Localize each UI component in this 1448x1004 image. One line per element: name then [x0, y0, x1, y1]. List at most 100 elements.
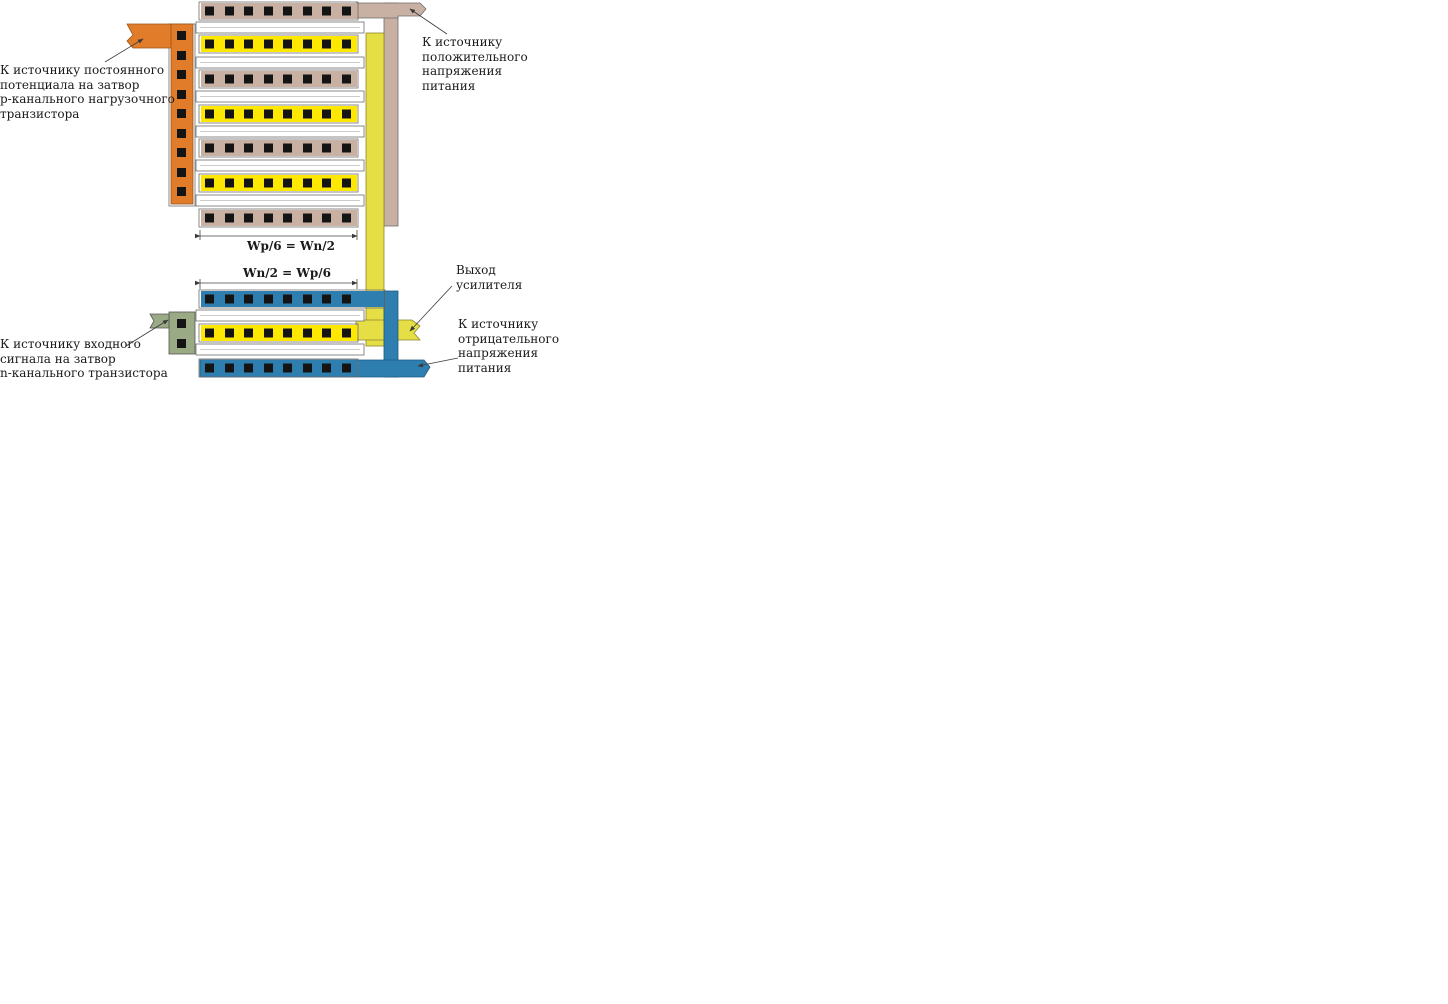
row-outline: [198, 358, 359, 378]
contact-square: [322, 6, 331, 16]
contact-square: [322, 143, 331, 153]
row-diffusion: [201, 175, 357, 191]
contact-square: [225, 6, 234, 16]
p-gate-contact: [177, 168, 186, 177]
row-diffusion: [201, 36, 357, 52]
label-vss: К источнику отрицательного напряжения пи…: [458, 317, 560, 375]
contact-square: [205, 294, 214, 304]
contact-square: [264, 178, 273, 188]
callout-arrows: [104, 8, 459, 368]
row-diffusion: [201, 71, 357, 87]
contact-square: [244, 143, 253, 153]
contact-square: [205, 213, 214, 223]
contact-square: [303, 74, 312, 84]
vdd-vertical-bus: [383, 2, 399, 227]
dimension-top: [194, 230, 358, 240]
vdd-source-row: [198, 208, 359, 228]
label-gate-n-input: К источнику входного сигнала на затвор n…: [0, 337, 168, 380]
contact-square: [283, 294, 292, 304]
contact-square: [342, 143, 351, 153]
diffusion-rows: [198, 1, 386, 378]
contact-square: [303, 178, 312, 188]
drain-row: [198, 34, 359, 54]
row-diffusion: [201, 140, 357, 156]
drain-row: [198, 173, 359, 193]
label-gate-p-load: К источнику постоянного потенциала на за…: [0, 63, 175, 121]
arrow-vss: [417, 357, 459, 368]
drain-row: [198, 104, 359, 124]
contact-square: [283, 74, 292, 84]
row-outline: [198, 323, 359, 343]
p-gate-contact: [177, 31, 186, 40]
contact-square: [264, 109, 273, 119]
contact-square: [205, 74, 214, 84]
contact-square: [264, 363, 273, 373]
row-diffusion: [201, 325, 357, 341]
arrow-vdd: [409, 8, 448, 35]
p-gate-contact: [177, 148, 186, 157]
contact-square: [225, 39, 234, 49]
contact-square: [244, 213, 253, 223]
vdd-lead: [355, 2, 427, 19]
contact-square: [225, 213, 234, 223]
vss-source-row: [198, 358, 359, 378]
contact-square: [342, 294, 351, 304]
p-gate-contact: [177, 129, 186, 138]
contact-square: [342, 39, 351, 49]
p-gate-contact: [177, 187, 186, 196]
n-gate-contact: [177, 339, 186, 348]
contact-square: [303, 39, 312, 49]
contact-square: [283, 178, 292, 188]
vdd-source-row: [198, 138, 359, 158]
row-diffusion: [201, 106, 357, 122]
vdd-bus: [355, 2, 427, 227]
p-gate-contact: [177, 51, 186, 60]
contact-square: [205, 109, 214, 119]
contact-square: [342, 74, 351, 84]
contact-square: [264, 6, 273, 16]
contact-square: [264, 74, 273, 84]
label-vdd: К источнику положительного напряжения пи…: [422, 35, 528, 93]
contact-square: [205, 39, 214, 49]
row-outline: [198, 69, 359, 89]
row-outline: [198, 104, 359, 124]
contact-square: [225, 143, 234, 153]
contact-square: [225, 328, 234, 338]
drain-row: [198, 323, 359, 343]
row-diffusion: [201, 210, 357, 226]
contact-square: [244, 363, 253, 373]
contact-square: [303, 328, 312, 338]
contact-square: [264, 143, 273, 153]
row-outline: [198, 34, 359, 54]
arrow-gate-p: [104, 38, 144, 63]
contact-square: [264, 328, 273, 338]
dimension-label-bottom: Wn/2 = Wp/6: [243, 266, 331, 280]
contact-square: [303, 213, 312, 223]
arrow-gate-n: [125, 319, 169, 347]
contact-square: [205, 6, 214, 16]
contact-square: [303, 6, 312, 16]
contact-square: [205, 143, 214, 153]
contact-square: [264, 213, 273, 223]
contact-square: [225, 178, 234, 188]
row-outline: [198, 138, 359, 158]
contact-square: [322, 109, 331, 119]
contact-square: [283, 6, 292, 16]
n-gate-contact: [177, 319, 186, 328]
contact-square: [244, 294, 253, 304]
contact-square: [322, 39, 331, 49]
contact-square: [244, 109, 253, 119]
gate-fingers: [195, 21, 365, 356]
contact-square: [205, 363, 214, 373]
contact-square: [283, 143, 292, 153]
contact-square: [322, 74, 331, 84]
contact-square: [342, 328, 351, 338]
contact-square: [264, 294, 273, 304]
contact-square: [225, 294, 234, 304]
row-diffusion: [201, 360, 357, 376]
row-outline: [198, 1, 359, 21]
contact-square: [283, 213, 292, 223]
contact-square: [303, 363, 312, 373]
contact-square: [322, 178, 331, 188]
